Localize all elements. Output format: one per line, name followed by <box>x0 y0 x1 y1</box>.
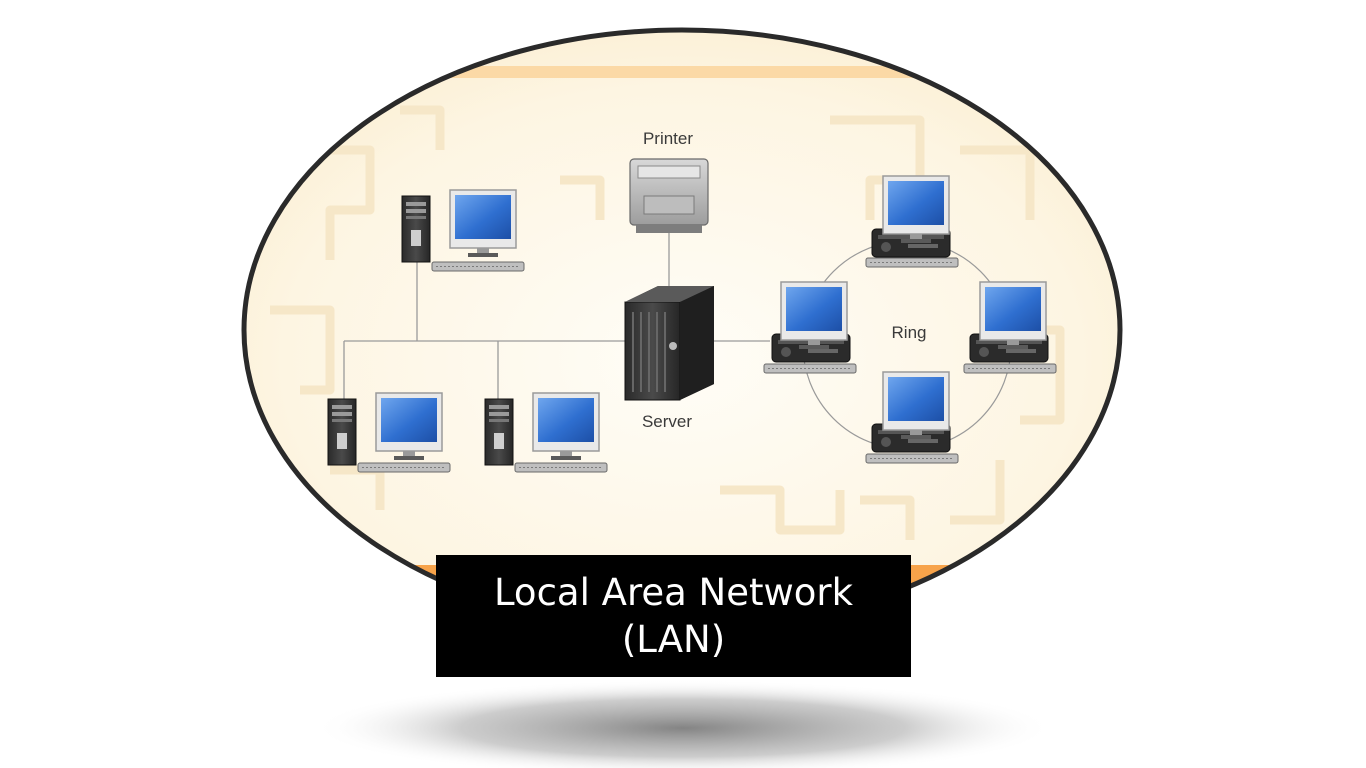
monitor-icon <box>375 392 443 461</box>
monitor-icon <box>532 392 600 461</box>
monitor-icon <box>882 175 950 244</box>
keyboard-icon <box>865 257 959 268</box>
keyboard-icon <box>514 462 608 473</box>
server-label: Server <box>642 412 692 431</box>
caption-line-1: Local Area Network <box>493 571 854 614</box>
keyboard-icon <box>431 261 525 272</box>
computer-tower-icon <box>327 398 357 466</box>
server-icon <box>624 286 714 401</box>
keyboard-icon <box>357 462 451 473</box>
server: Server <box>624 286 714 431</box>
monitor-icon <box>780 281 848 350</box>
keyboard-icon <box>865 453 959 464</box>
monitor-icon <box>979 281 1047 350</box>
printer: Printer <box>629 129 709 233</box>
monitor-icon <box>449 189 517 258</box>
computer-tower-icon <box>484 398 514 466</box>
printer-label: Printer <box>643 129 693 148</box>
monitor-icon <box>882 371 950 440</box>
caption-line-2: (LAN) <box>621 618 726 661</box>
computer-tower-icon <box>401 195 431 263</box>
printer-icon <box>629 158 709 233</box>
ring-label: Ring <box>892 323 927 342</box>
keyboard-icon <box>763 363 857 374</box>
caption-box: Local Area Network (LAN) <box>436 555 911 677</box>
ellipse-shadow <box>313 680 1053 768</box>
keyboard-icon <box>963 363 1057 374</box>
